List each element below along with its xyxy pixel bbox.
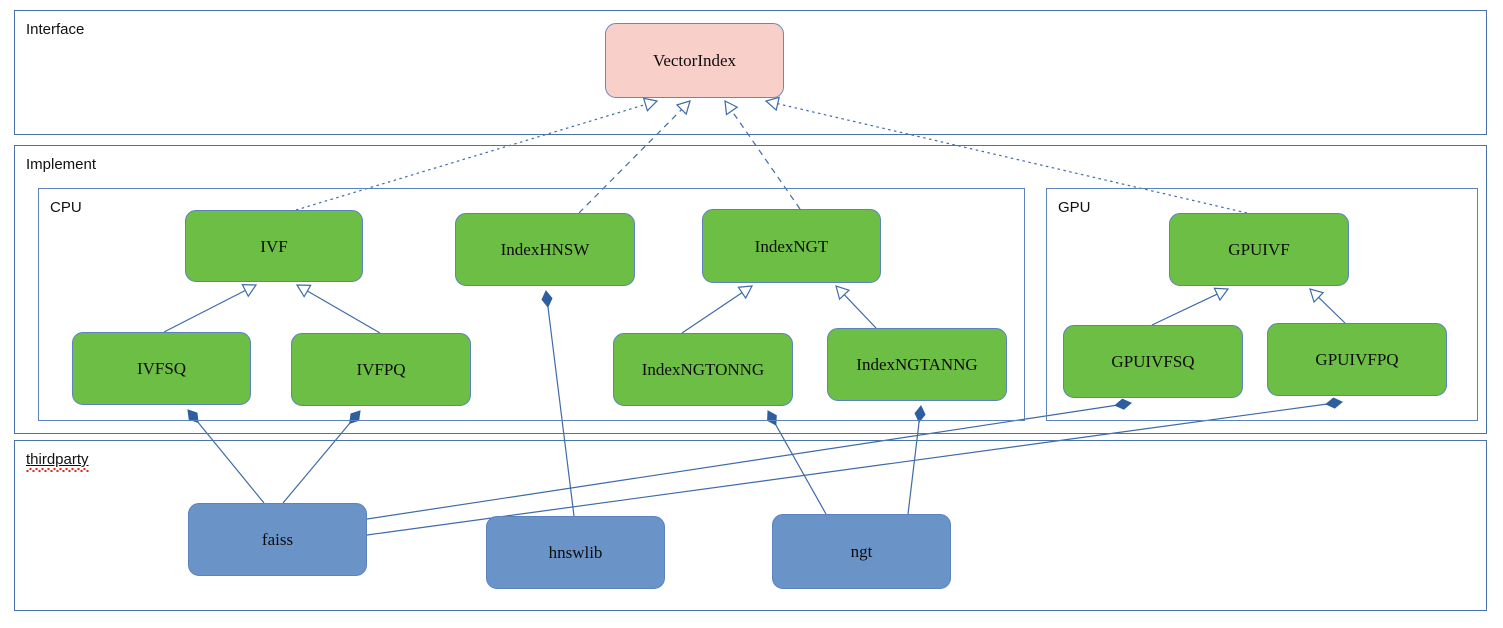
node-indexhnsw[interactable]: IndexHNSW [455, 213, 635, 286]
node-gpuivfpq[interactable]: GPUIVFPQ [1267, 323, 1447, 396]
group-label-gpu: GPU [1058, 199, 1091, 216]
node-label-gpuivf: GPUIVF [1228, 240, 1290, 259]
node-ngt[interactable]: ngt [772, 514, 951, 589]
node-label-indexngt: IndexNGT [754, 236, 829, 256]
node-label-vectorindex: VectorIndex [652, 51, 737, 70]
node-ivfsq[interactable]: IVFSQ [72, 332, 251, 405]
group-label-thirdparty: thirdparty [26, 452, 89, 472]
node-label-indexngtanng: IndexNGTANNG [856, 355, 978, 374]
node-label-indexngtonng: IndexNGTONNG [641, 360, 765, 379]
node-ivf[interactable]: IVF [185, 210, 363, 282]
node-gpuivfsq[interactable]: GPUIVFSQ [1063, 325, 1243, 398]
group-thirdparty [14, 440, 1487, 611]
node-faiss[interactable]: faiss [188, 503, 367, 576]
group-label-interface: Interface [26, 21, 85, 38]
node-ivfpq[interactable]: IVFPQ [291, 333, 471, 406]
node-label-indexhnsw: IndexHNSW [500, 240, 590, 259]
group-interface [14, 10, 1487, 135]
group-implement [14, 145, 1487, 434]
node-label-ivf: IVF [260, 236, 288, 256]
group-cpu [38, 188, 1025, 421]
node-gpuivf[interactable]: GPUIVF [1169, 213, 1349, 286]
node-vectorindex[interactable]: VectorIndex [605, 23, 784, 98]
node-hnswlib[interactable]: hnswlib [486, 516, 665, 589]
group-label-cpu: CPU [50, 199, 82, 216]
node-indexngtanng[interactable]: IndexNGTANNG [827, 328, 1007, 401]
node-label-faiss: faiss [261, 530, 294, 549]
group-label-implement: Implement [26, 156, 97, 173]
node-label-hnswlib: hnswlib [548, 543, 603, 562]
spellcheck-squiggle-icon [26, 468, 89, 472]
node-label-ngt: ngt [850, 542, 873, 561]
node-indexngtonng[interactable]: IndexNGTONNG [613, 333, 793, 406]
group-gpu [1046, 188, 1478, 421]
node-label-gpuivfsq: GPUIVFSQ [1111, 352, 1195, 371]
node-label-ivfpq: IVFPQ [356, 360, 406, 379]
node-indexngt[interactable]: IndexNGT [702, 209, 881, 283]
node-label-gpuivfpq: GPUIVFPQ [1315, 350, 1399, 369]
node-label-ivfsq: IVFSQ [136, 359, 187, 378]
